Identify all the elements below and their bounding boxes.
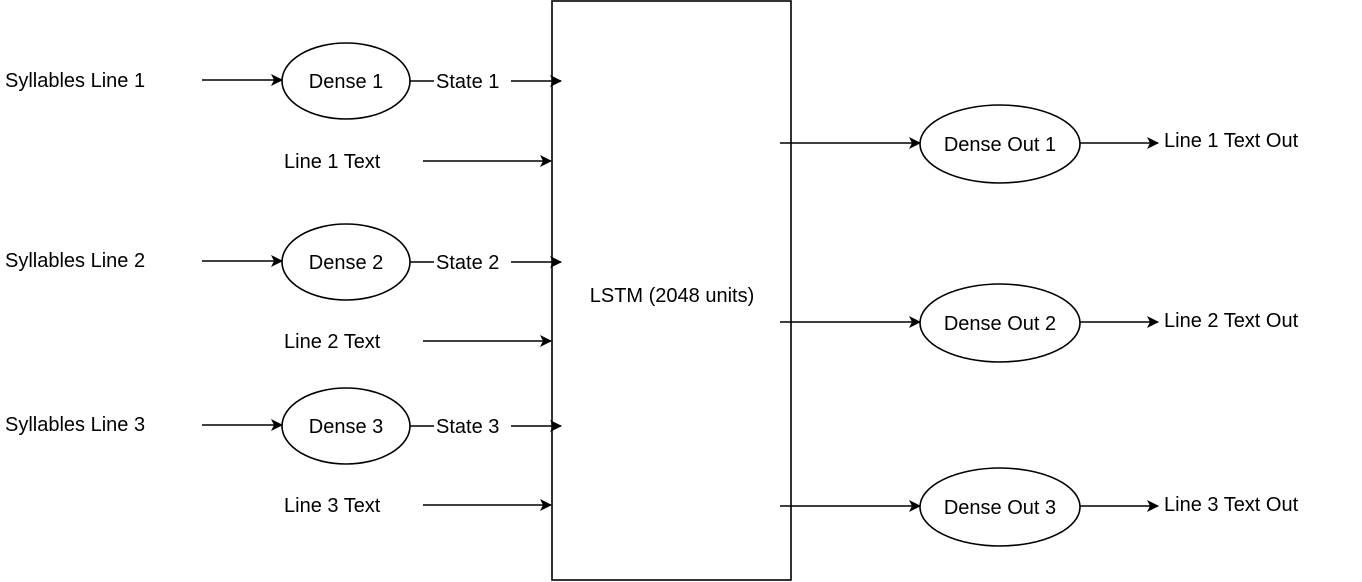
dense-1-label: Dense 1 bbox=[309, 71, 384, 93]
dense-out-1-node bbox=[919, 104, 1081, 184]
lstm-box bbox=[551, 0, 792, 581]
dense-out-2-node bbox=[919, 283, 1081, 363]
line-3-text-out-label: Line 3 Text Out bbox=[1164, 494, 1299, 516]
state-3-label: State 3 bbox=[436, 416, 499, 438]
dense-out-2-label: Dense Out 2 bbox=[944, 313, 1056, 335]
line-3-text-label: Line 3 Text bbox=[284, 495, 381, 517]
lstm-label: LSTM (2048 units) bbox=[590, 285, 755, 307]
dense-out-1-label: Dense Out 1 bbox=[944, 134, 1056, 156]
syllables-line-1-label: Syllables Line 1 bbox=[5, 70, 145, 92]
dense-out-3-label: Dense Out 3 bbox=[944, 497, 1056, 519]
dense-3-label: Dense 3 bbox=[309, 416, 384, 438]
line-1-text-label: Line 1 Text bbox=[284, 151, 381, 173]
dense-out-3-node bbox=[919, 467, 1081, 547]
line-1-text-out-label: Line 1 Text Out bbox=[1164, 130, 1299, 152]
dense-2-label: Dense 2 bbox=[309, 252, 384, 274]
line-2-text-label: Line 2 Text bbox=[284, 331, 381, 353]
line-2-text-out-label: Line 2 Text Out bbox=[1164, 310, 1299, 332]
state-1-label: State 1 bbox=[436, 71, 499, 93]
syllables-line-3-label: Syllables Line 3 bbox=[5, 414, 145, 436]
syllables-line-2-label: Syllables Line 2 bbox=[5, 250, 145, 272]
state-2-label: State 2 bbox=[436, 252, 499, 274]
